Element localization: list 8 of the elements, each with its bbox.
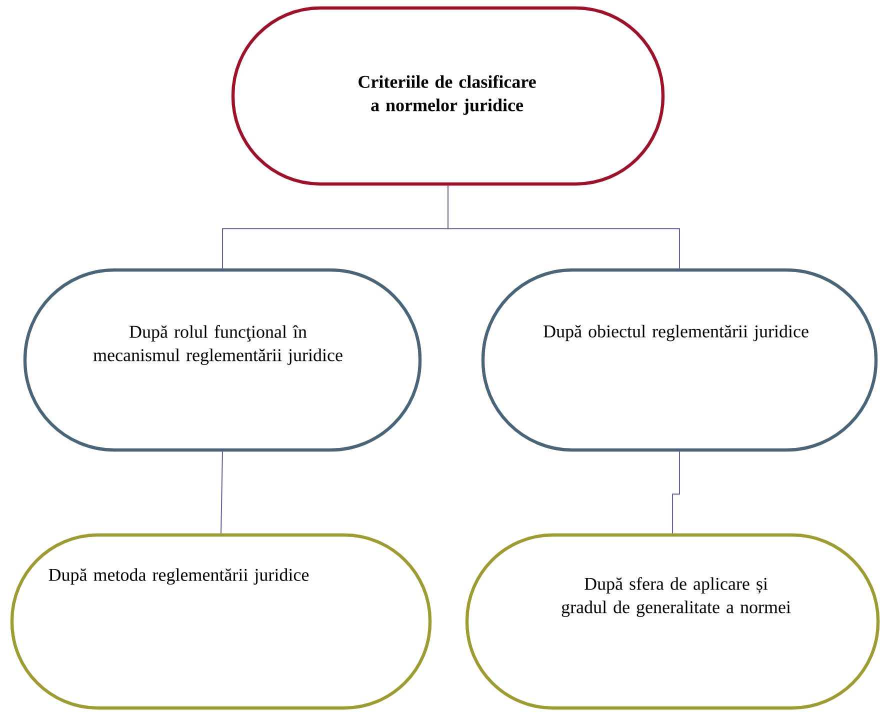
connector-line xyxy=(220,451,223,534)
stadium-box: După metoda reglementării juridice xyxy=(10,533,432,710)
connector-line xyxy=(672,451,680,534)
stadium-box: După rolul funcţional în mecanismul reglementării juridice xyxy=(23,268,422,452)
stadium-box: După sfera de aplicare și gradul de generalitate a normei xyxy=(465,533,880,710)
stadium-box: După obiectul reglementării juridice xyxy=(481,268,878,452)
stadium-box: Criteriile de clasificare a normelor juridice xyxy=(231,6,665,186)
connector-line xyxy=(448,185,680,269)
